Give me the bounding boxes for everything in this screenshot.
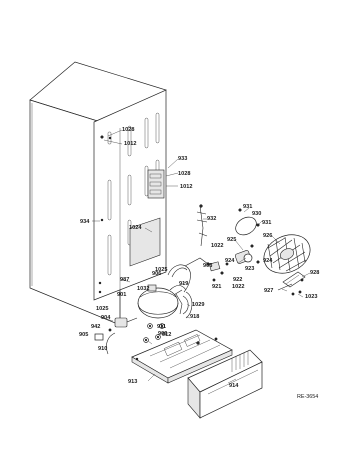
label-927: 927 — [264, 288, 273, 294]
label-928: 928 — [310, 270, 319, 276]
label-987: 987 — [120, 277, 129, 283]
label-924: 924 — [225, 258, 235, 264]
start-relay — [208, 261, 224, 282]
label-934: 934 — [80, 219, 90, 225]
label-904: 904 — [101, 315, 111, 321]
label-908: 908 — [203, 263, 212, 269]
label-919: 919 — [179, 281, 188, 287]
refrigerant-tubing — [161, 257, 210, 297]
diagram-reference-code: RE-3654 — [297, 394, 318, 400]
label-933: 933 — [178, 156, 187, 162]
label-1025: 1025 — [155, 267, 167, 273]
clip-parts — [277, 283, 302, 296]
label-1028: 1028 — [122, 127, 134, 133]
leader-lines — [92, 129, 311, 384]
refrigerator-cabinet — [29, 61, 167, 326]
label-1012: 1012 — [180, 184, 192, 190]
label-1012: 1012 — [124, 141, 136, 147]
label-918: 918 — [190, 314, 199, 320]
label-914: 914 — [229, 383, 239, 389]
fan-shroud-bracket — [282, 271, 306, 288]
drain-tube-assembly — [196, 204, 208, 247]
label-930: 930 — [252, 211, 261, 217]
label-1029: 1029 — [192, 302, 204, 308]
label-901: 901 — [117, 292, 126, 298]
label-926: 926 — [263, 233, 272, 239]
label-912: 912 — [162, 332, 171, 338]
condenser-fan — [263, 234, 311, 274]
label-1032: 1032 — [137, 286, 149, 292]
label-1025: 1025 — [96, 306, 108, 312]
part-number-labels: 1028 1012 933 1028 1012 934 932 931 930 … — [79, 127, 319, 400]
label-922: 922 — [233, 277, 242, 283]
label-1024: 1024 — [129, 225, 142, 231]
label-923: 923 — [245, 266, 254, 272]
label-1028: 1028 — [178, 171, 190, 177]
label-932: 932 — [207, 216, 216, 222]
label-913: 913 — [128, 379, 137, 385]
fan-bracket — [235, 208, 260, 236]
control-box — [147, 169, 165, 199]
label-921: 921 — [212, 284, 221, 290]
label-911: 911 — [157, 324, 166, 330]
compressor-grommets — [143, 323, 165, 343]
compressor — [137, 284, 187, 319]
label-924: 924 — [263, 258, 273, 264]
label-906: 906 — [152, 271, 161, 277]
label-931: 931 — [262, 220, 271, 226]
capacitor — [94, 317, 138, 355]
label-909: 909 — [158, 331, 167, 337]
label-1023: 1023 — [305, 294, 317, 300]
label-1022: 1022 — [232, 284, 244, 290]
label-942: 942 — [91, 324, 100, 330]
compressor-base-pan — [131, 329, 233, 384]
machine-compartment-cover — [187, 349, 263, 419]
label-931: 931 — [243, 204, 252, 210]
label-905: 905 — [79, 332, 88, 338]
label-1022: 1022 — [211, 243, 223, 249]
label-910: 910 — [98, 346, 107, 352]
fan-motor — [225, 244, 260, 266]
label-925: 925 — [227, 237, 236, 243]
